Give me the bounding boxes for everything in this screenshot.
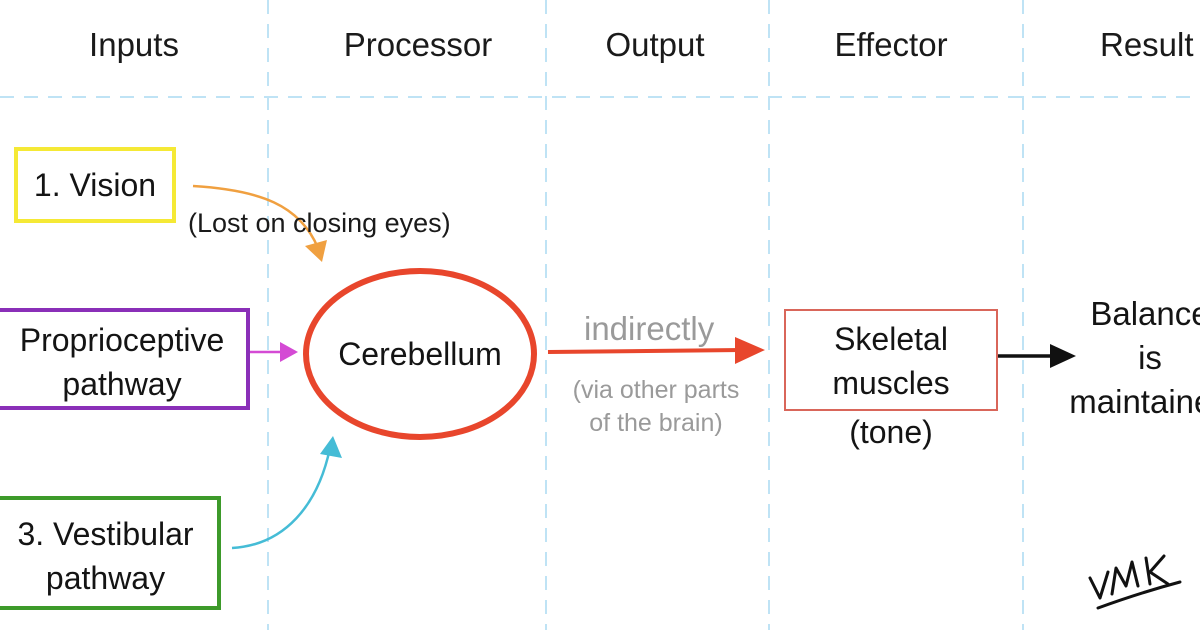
result-text: Balance is maintained: [1042, 292, 1200, 424]
vision-box: 1. Vision: [14, 147, 176, 223]
column-header-output: Output: [605, 26, 705, 63]
result-line1: Balance: [1090, 295, 1200, 332]
proprioceptive-box: Proprioceptive pathway: [0, 308, 250, 410]
column-header-processor: Processor: [343, 26, 493, 63]
output-note-line1: (via other parts: [572, 376, 740, 404]
result-line3: maintained: [1069, 383, 1200, 420]
proprioceptive-label-line2: pathway: [62, 366, 182, 402]
effector-label-line2: muscles: [832, 365, 950, 401]
effector-note: (tone): [849, 414, 933, 450]
vision-note: (Lost on closing eyes): [188, 208, 451, 238]
vestibular-label-line2: pathway: [45, 560, 166, 596]
output-note: (via other parts of the brain): [556, 374, 756, 440]
output-label: indirectly: [584, 310, 715, 347]
column-header-result: Result: [1100, 26, 1194, 63]
result-line2: is: [1138, 339, 1162, 376]
cerebellum-label: Cerebellum: [338, 336, 502, 372]
output-note-line2: of the brain): [589, 409, 723, 437]
vestibular-label-line1: 3. Vestibular: [17, 516, 194, 552]
column-header-inputs: Inputs: [89, 26, 179, 63]
effector-label-line1: Skeletal: [834, 321, 948, 357]
vision-label: 1. Vision: [33, 167, 157, 203]
proprioceptive-label-line1: Proprioceptive: [19, 322, 225, 358]
skeletal-muscles-box: Skeletal muscles: [784, 309, 998, 411]
column-header-effector: Effector: [834, 26, 948, 63]
vestibular-box: 3. Vestibular pathway: [0, 496, 221, 610]
